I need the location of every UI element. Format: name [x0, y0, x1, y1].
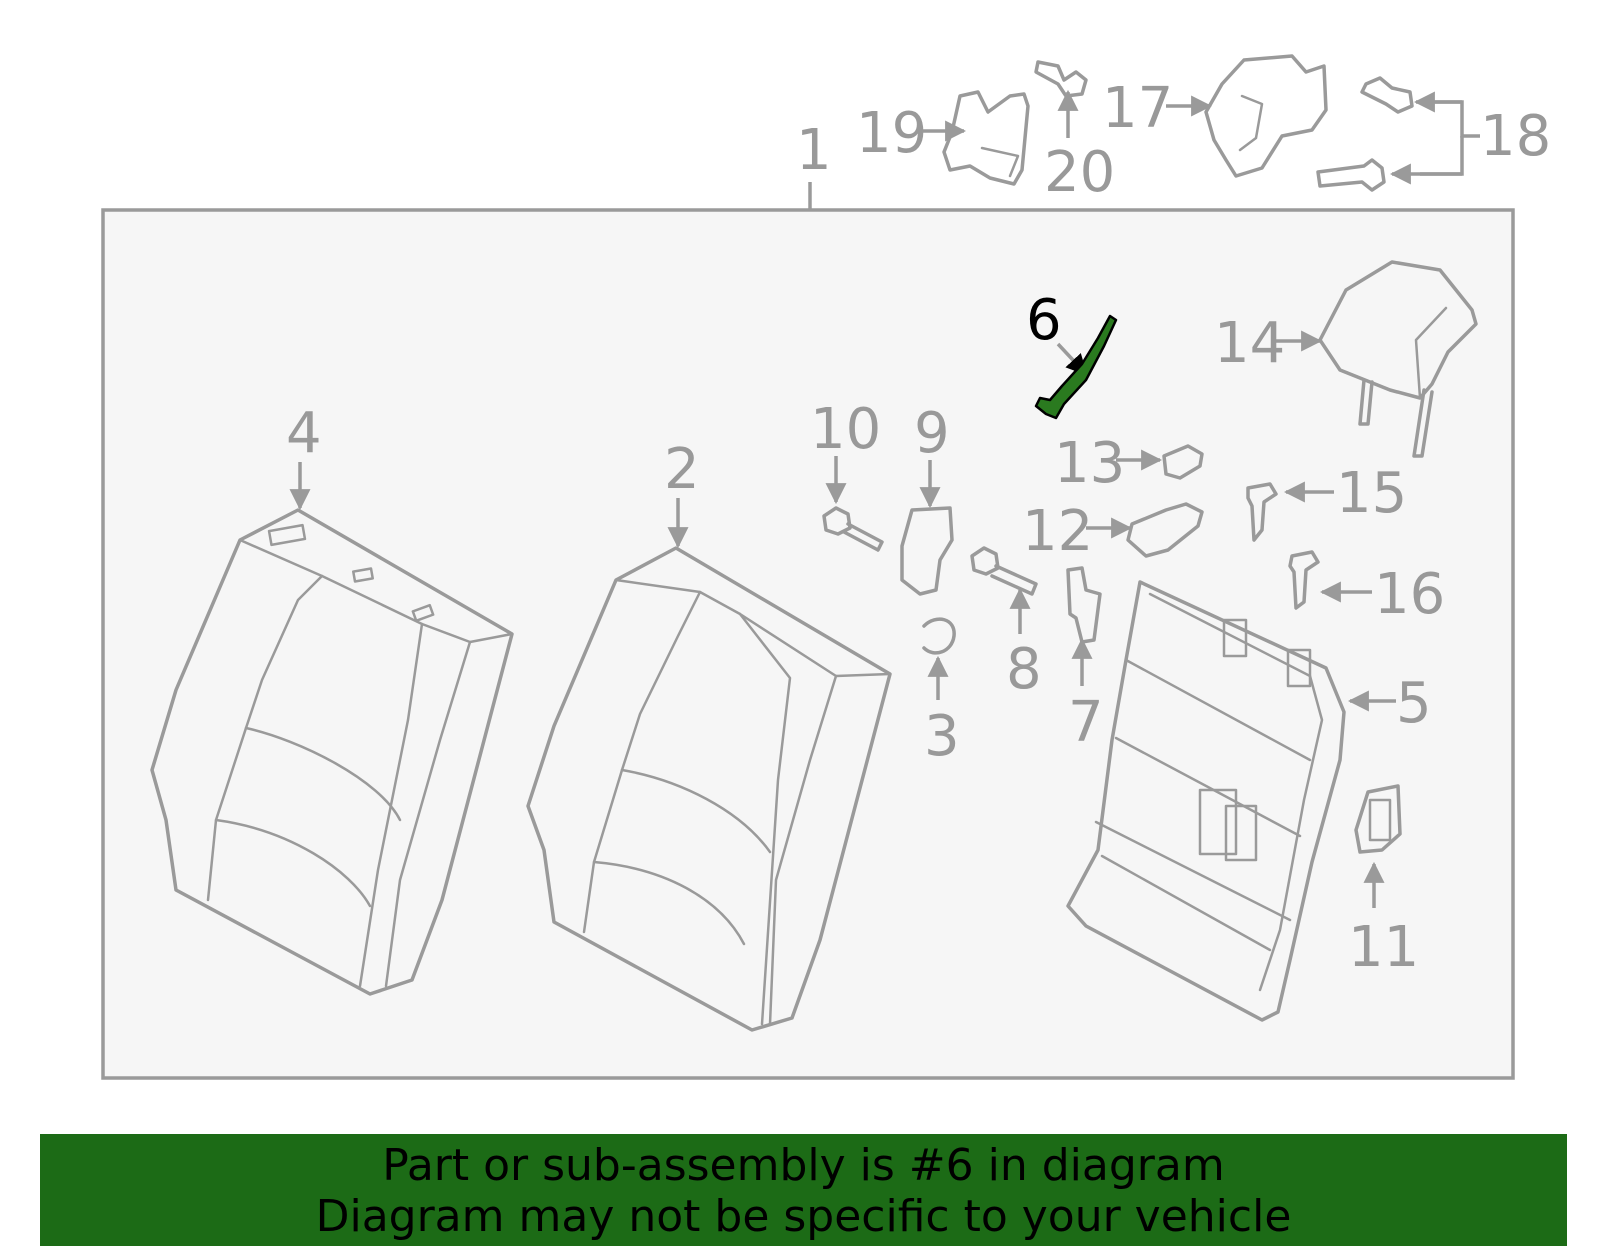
part-2-seatback-cover — [526, 546, 892, 1032]
part-7-guide — [1066, 566, 1102, 644]
callout-2: 2 — [664, 437, 700, 502]
part-13-clip — [1162, 444, 1204, 480]
callout-12: 12 — [1022, 499, 1093, 564]
callout-7: 7 — [1068, 690, 1104, 755]
leader-18 — [1420, 100, 1480, 138]
callout-20: 20 — [1044, 140, 1115, 205]
part-14-headrest — [1318, 260, 1478, 458]
callout-19: 19 — [856, 101, 927, 166]
part-12-cover — [1126, 502, 1204, 558]
callout-15: 15 — [1336, 461, 1407, 526]
part-6-bracket-highlighted — [1034, 314, 1118, 420]
callout-13: 13 — [1054, 431, 1125, 496]
callout-14: 14 — [1214, 311, 1285, 376]
callout-1: 1 — [796, 118, 832, 183]
part-10-bolt — [822, 506, 884, 552]
part-9-bracket — [900, 506, 954, 596]
banner-line-disclaimer: Diagram may not be specific to your vehi… — [315, 1191, 1292, 1242]
part-17-recliner — [1204, 54, 1328, 178]
part-5-seatback-frame — [1066, 580, 1346, 1022]
callout-5: 5 — [1396, 671, 1432, 736]
part-18-bolts — [1316, 76, 1414, 192]
info-banner: Part or sub-assembly is #6 in diagram Di… — [40, 1134, 1567, 1246]
part-3-clip — [922, 617, 956, 655]
callout-9: 9 — [914, 401, 950, 466]
part-20-bolt — [1034, 60, 1088, 98]
callout-8: 8 — [1006, 637, 1042, 702]
callout-16: 16 — [1374, 562, 1445, 627]
part-8-bolt — [970, 546, 1038, 596]
callout-17: 17 — [1102, 76, 1173, 141]
callout-4: 4 — [286, 401, 322, 466]
banner-line-part: Part or sub-assembly is #6 in diagram — [382, 1140, 1225, 1191]
callout-3: 3 — [924, 704, 960, 769]
callout-18: 18 — [1480, 104, 1551, 169]
part-4-seatback-cover — [150, 508, 514, 996]
callout-11: 11 — [1348, 915, 1419, 980]
part-16-pin — [1288, 550, 1320, 610]
part-19-hinge — [942, 90, 1030, 186]
part-11-latch — [1354, 784, 1402, 854]
callout-10: 10 — [810, 397, 881, 462]
part-15-pin — [1246, 482, 1278, 542]
callout-6: 6 — [1026, 288, 1062, 353]
